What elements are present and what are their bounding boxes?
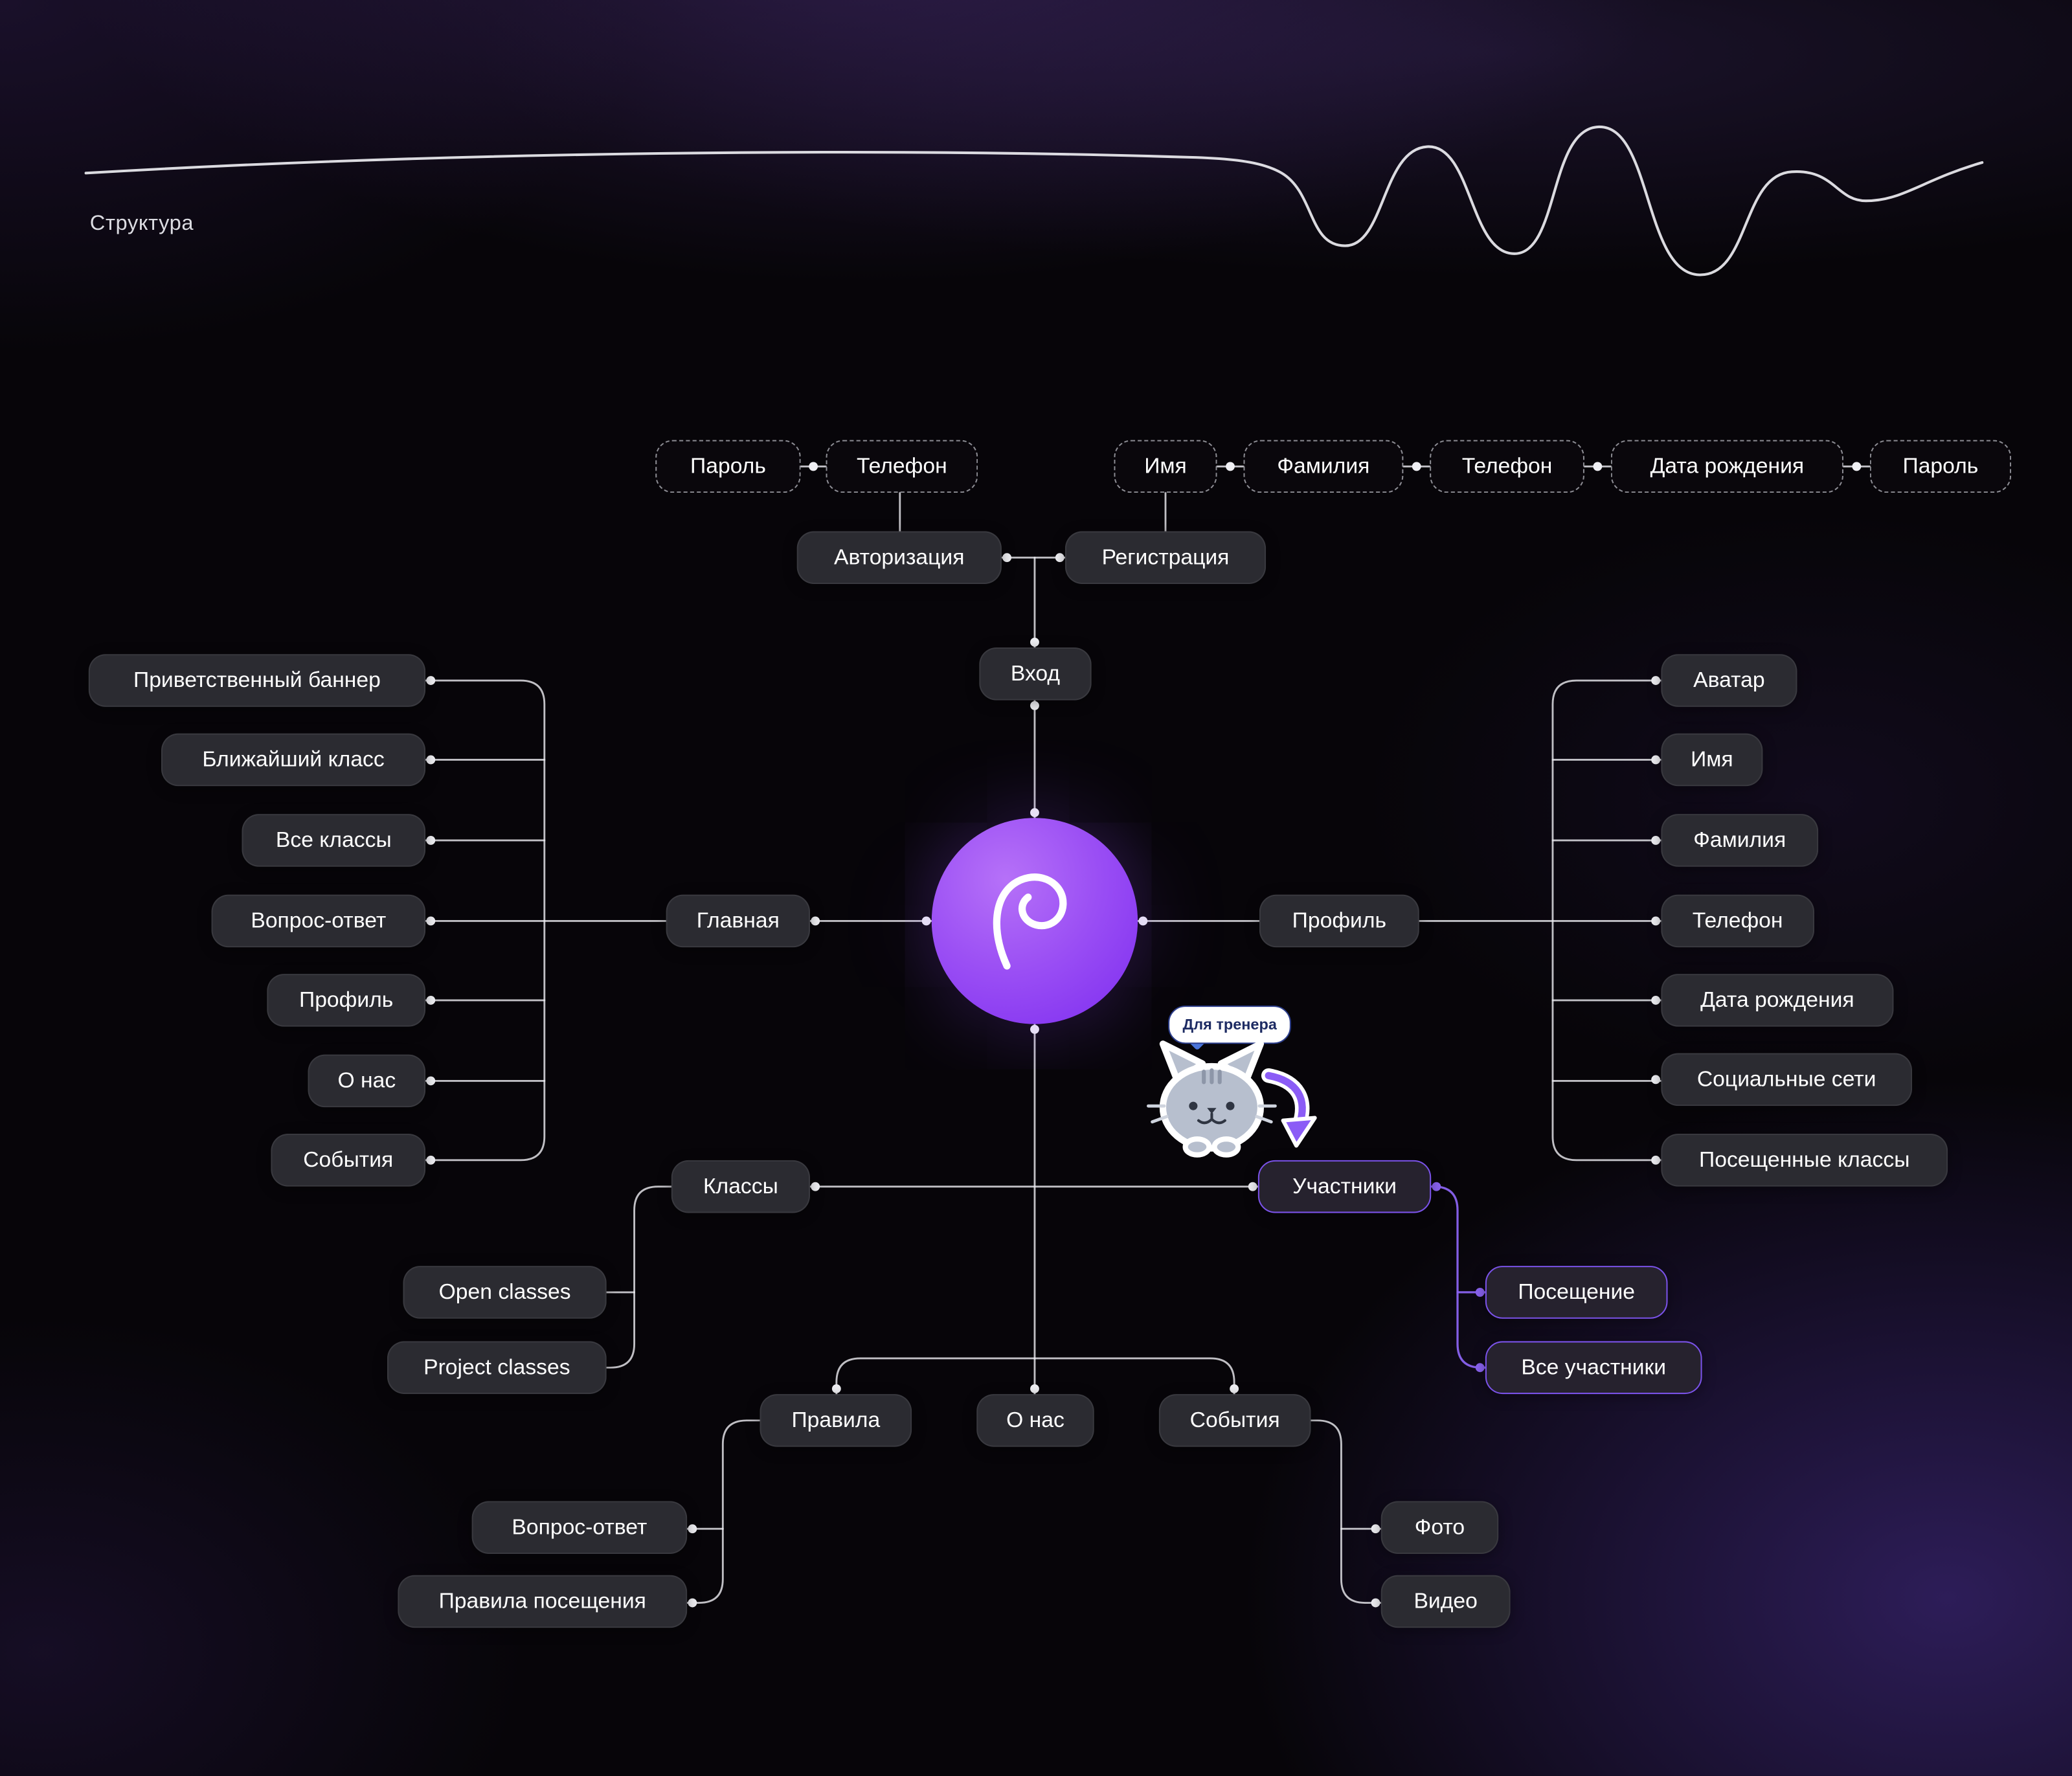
node-rules-visiting: Правила посещения: [398, 1575, 688, 1628]
auth-field-phone: Телефон: [826, 440, 978, 493]
node-profile-social: Социальные сети: [1661, 1053, 1913, 1107]
node-rules: Правила: [760, 1394, 912, 1447]
decorative-squiggle-line: [84, 125, 1984, 276]
node-home-faq: Вопрос-ответ: [211, 894, 426, 948]
node-home-nearest-class: Ближайший класс: [161, 733, 426, 787]
register-field-phone: Телефон: [1430, 440, 1584, 493]
node-project-classes: Project classes: [387, 1341, 607, 1395]
node-rules-faq: Вопрос-ответ: [471, 1501, 688, 1555]
node-attendance: Посещение: [1485, 1266, 1668, 1319]
node-registration: Регистрация: [1064, 531, 1267, 585]
node-participants: Участники: [1257, 1160, 1432, 1213]
node-home-all-classes: Все классы: [242, 814, 426, 867]
node-profile-visited-classes: Посещенные классы: [1661, 1134, 1948, 1187]
pointer-arrow-icon: [1261, 1068, 1317, 1148]
node-events: События: [1158, 1394, 1311, 1447]
node-all-participants: Все участники: [1485, 1341, 1702, 1395]
node-about: О нас: [976, 1394, 1094, 1447]
trainer-note-bubble: Для тренера: [1168, 1006, 1292, 1044]
node-home-welcome-banner: Приветственный баннер: [88, 654, 426, 707]
node-profile-phone: Телефон: [1661, 894, 1815, 948]
register-field-surname: Фамилия: [1243, 440, 1404, 493]
auth-field-password: Пароль: [655, 440, 801, 493]
register-field-name: Имя: [1114, 440, 1217, 493]
node-home-events: События: [271, 1134, 426, 1187]
node-profile-avatar: Аватар: [1661, 654, 1797, 707]
connector-dots: [426, 462, 1862, 1608]
node-home-profile: Профиль: [267, 974, 426, 1027]
node-profile-birthdate: Дата рождения: [1661, 974, 1894, 1027]
node-profile-name: Имя: [1661, 733, 1763, 787]
page-title: Структура: [89, 212, 194, 236]
node-authorization: Авторизация: [796, 531, 1002, 585]
register-field-password: Пароль: [1869, 440, 2012, 493]
node-events-video: Видео: [1380, 1575, 1511, 1628]
node-events-photo: Фото: [1380, 1501, 1499, 1555]
brand-logo-icon: [993, 873, 1067, 970]
register-field-birthdate: Дата рождения: [1610, 440, 1843, 493]
node-open-classes: Open classes: [403, 1266, 607, 1319]
node-profile: Профиль: [1259, 894, 1419, 948]
node-profile-surname: Фамилия: [1661, 814, 1819, 867]
brand-logo-circle: [931, 818, 1138, 1024]
node-home-about: О нас: [308, 1054, 426, 1108]
node-entry: Вход: [979, 647, 1092, 701]
node-classes: Классы: [671, 1160, 811, 1213]
node-home: Главная: [666, 894, 811, 948]
cat-sticker-icon: [1147, 1040, 1277, 1158]
